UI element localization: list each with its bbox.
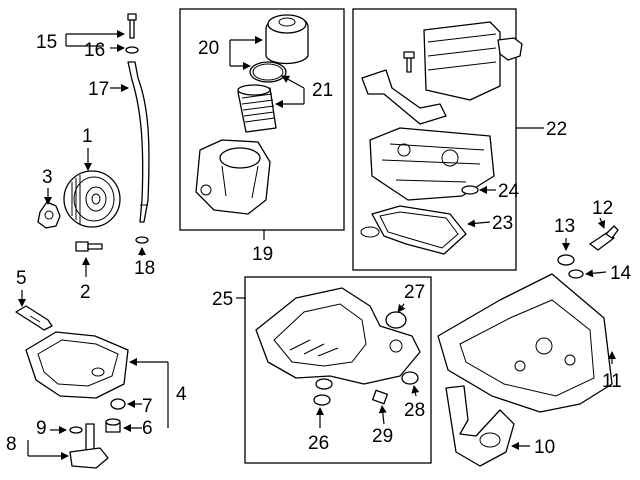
filter-cap-drawing <box>265 14 309 65</box>
intake-manifold-group-frame <box>244 276 432 464</box>
oil-pickup-drawing <box>445 385 515 467</box>
drain-washer-7-drawing <box>110 398 126 410</box>
callout-27: 27 <box>404 282 425 303</box>
callout-17: 17 <box>88 79 109 100</box>
bolt-2-drawing <box>75 241 103 252</box>
callout-9: 9 <box>36 418 47 439</box>
callout-20: 20 <box>198 38 219 59</box>
callout-10: 10 <box>534 437 555 458</box>
pulley-drawing <box>63 170 121 228</box>
sealant-tube-12-drawing <box>589 225 619 251</box>
callout-26: 26 <box>308 433 329 454</box>
drain-plug-6-drawing <box>105 418 121 433</box>
oil-pan-lower-drawing <box>25 331 129 399</box>
washer-3-drawing <box>37 201 61 229</box>
callout-4: 4 <box>176 384 187 405</box>
seal-13-drawing <box>557 254 575 266</box>
callout-8: 8 <box>6 434 17 455</box>
callout-29: 29 <box>372 426 393 447</box>
callout-16: 16 <box>84 40 105 61</box>
oil-level-sensor-drawing <box>69 423 109 469</box>
cooler-gasket-drawing <box>361 69 447 125</box>
bolt-drawing <box>127 13 137 39</box>
leader-lines <box>18 30 616 460</box>
callout-14: 14 <box>610 263 632 284</box>
sealant-tube-5-drawing <box>15 305 53 331</box>
oil-cooler-group-frame <box>352 8 517 271</box>
oil-filter-group-frame <box>179 8 345 231</box>
callout-22: 22 <box>546 119 567 140</box>
callout-21: 21 <box>312 80 333 101</box>
callout-2: 2 <box>80 282 91 303</box>
oil-cooler-drawing <box>423 21 523 101</box>
oil-pan-upper-drawing <box>437 273 613 413</box>
washer-16-drawing <box>125 46 139 54</box>
callout-18: 18 <box>134 258 155 279</box>
seal-24-drawing <box>461 185 479 195</box>
callout-12: 12 <box>592 198 613 219</box>
oring-9-drawing <box>69 426 83 434</box>
cap-oring-drawing <box>249 61 287 83</box>
oring-14-drawing <box>568 269 584 279</box>
callout-5: 5 <box>16 268 27 289</box>
callout-13: 13 <box>554 216 575 237</box>
intake-manifold-drawing <box>255 287 421 385</box>
callout-19: 19 <box>252 244 273 265</box>
callout-3: 3 <box>42 167 53 188</box>
callout-1: 1 <box>82 126 93 147</box>
callout-28: 28 <box>404 400 425 421</box>
cooler-bolt-drawing <box>403 51 415 73</box>
callout-11: 11 <box>602 371 622 392</box>
callout-15: 15 <box>36 32 57 53</box>
filter-housing-drawing <box>195 139 271 215</box>
oring-18-drawing <box>135 236 149 244</box>
module-gasket-drawing <box>360 205 467 255</box>
filter-element-drawing <box>237 84 277 133</box>
callout-7: 7 <box>142 396 153 417</box>
callout-6: 6 <box>142 418 153 439</box>
gasket-26-drawing <box>313 378 333 406</box>
oil-filter-module-drawing <box>369 127 495 201</box>
callout-23: 23 <box>492 213 513 234</box>
callout-labels: 15 16 17 1 3 2 18 5 4 7 6 9 8 20 21 19 2… <box>6 32 632 458</box>
seal-29-drawing <box>372 389 388 405</box>
seal-28-drawing <box>401 371 419 385</box>
callout-25: 25 <box>212 289 233 310</box>
callout-24: 24 <box>498 181 520 202</box>
dipstick-tube-drawing <box>127 61 150 223</box>
seal-27-drawing <box>385 311 407 329</box>
